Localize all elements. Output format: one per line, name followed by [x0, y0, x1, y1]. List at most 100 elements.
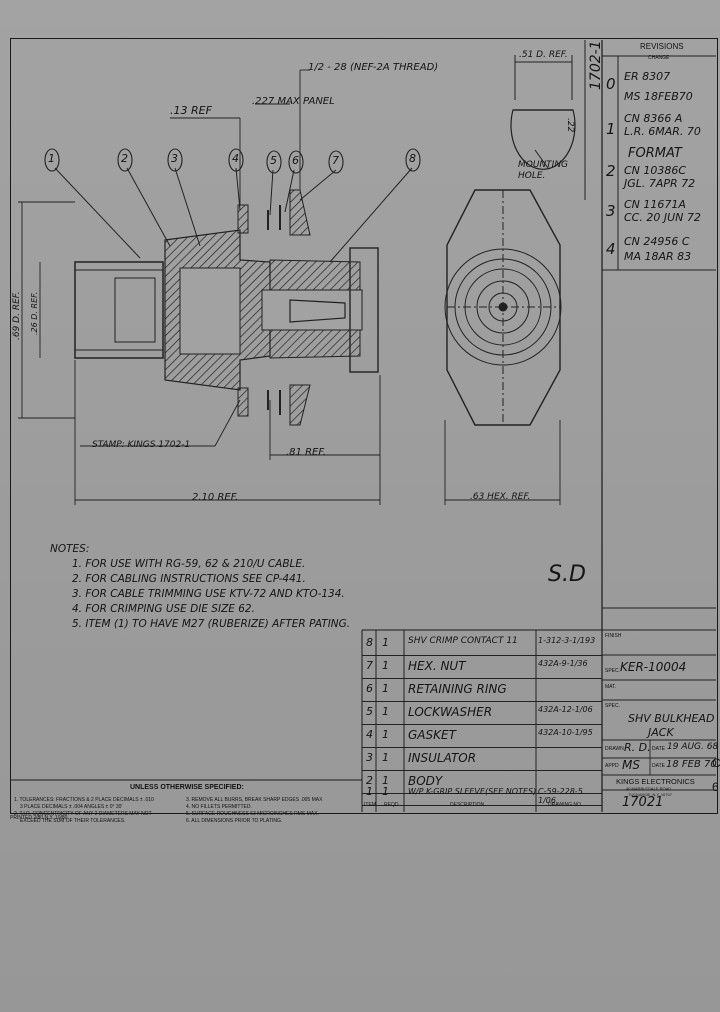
title-line-2: JACK [648, 726, 674, 739]
bom-item: 3 [366, 751, 373, 764]
bom-desc: BODY [408, 774, 443, 788]
bom-qty: 1 [382, 751, 389, 764]
rev-line: CC. 20 JUN 72 [624, 211, 701, 224]
ref13-dimension: .13 REF [170, 104, 212, 117]
bom-item: 6 [366, 682, 373, 695]
appd-label: APPD [605, 763, 619, 769]
rev-num: 2 [606, 162, 616, 180]
bom-dwg: 1-312-3-1/193 [538, 636, 596, 645]
note-item: 2. FOR CABLING INSTRUCTIONS SEE CP-441. [72, 573, 306, 585]
notes-block: NOTES: 1. FOR USE WITH RG-59, 62 & 210/U… [50, 542, 350, 632]
bom-item: 2 [366, 774, 373, 787]
d26: .26 D. REF. [30, 291, 39, 335]
bom-row: 8 1 SHV CRIMP CONTACT 11 1-312-3-1/193 [362, 632, 602, 656]
r22-dimension: .22 [565, 118, 575, 133]
balloon-7: 7 [332, 154, 339, 167]
ref210: 2.10 REF. [192, 492, 239, 503]
bom-row: 5 1 LOCKWASHER 432A-12-1/06 [362, 701, 602, 725]
d69: .69 D. REF. [12, 291, 22, 340]
rev-line: CN 10386C [624, 164, 687, 177]
hex-end-view [444, 189, 562, 426]
drawn-date: 19 AUG. 68 [667, 742, 719, 752]
edge-mark-2: 6 [712, 780, 719, 794]
tolerance-right: 3. REMOVE ALL BURRS, BREAK SHARP EDGES .… [186, 797, 322, 825]
bom-desc: SHV CRIMP CONTACT 11 [408, 636, 518, 646]
bom-qty: 1 [382, 705, 389, 718]
panel-dimension: .227 MAX PANEL [252, 96, 335, 107]
bom-row: 3 1 INSULATOR [362, 747, 602, 771]
hex-ref: .63 HEX. REF. [470, 492, 531, 502]
bom-qty: 1 [382, 682, 389, 695]
rev-line: CN 24956 C [624, 235, 690, 248]
rev-num: 0 [606, 75, 616, 93]
notes-title: NOTES: [50, 543, 90, 555]
sd-mark: S.D [548, 562, 586, 587]
footer-print: PRINTED 2/80 N.Y. 10/80 [10, 815, 68, 821]
bom-item: 1 [366, 785, 373, 798]
tolerance-line: 6. ALL DIMENSIONS PRIOR TO PLATING. [186, 818, 283, 824]
approved-by: MS [622, 758, 640, 772]
bom-desc: HEX. NUT [408, 659, 466, 673]
diameter-ref: .51 D. REF. [519, 50, 568, 60]
rev-line: L.R. 6MAR. 70 [624, 125, 701, 138]
bom-desc: GASKET [408, 728, 456, 742]
note-item: 4. FOR CRIMPING USE DIE SIZE 62. [72, 603, 255, 615]
bom-header-qty: REQD [384, 802, 399, 808]
tolerance-header: UNLESS OTHERWISE SPECIFIED: [130, 784, 244, 791]
balloon-5: 5 [270, 154, 277, 167]
edge-mark: C [712, 756, 720, 770]
tolerance-line: EXCEED THE SUM OF THEIR TOLERANCES. [20, 818, 126, 824]
note-item: 3. FOR CABLE TRIMMING USE KTV-72 AND KTO… [72, 588, 345, 600]
date-label: DATE [652, 746, 665, 752]
bom-row: 1 1 W/P K-GRIP SLEEVE(SEE NOTES) C-59-22… [362, 785, 602, 806]
bom-desc: LOCKWASHER [408, 705, 493, 719]
address-line: TUCKAHOE, N.Y. 10707 [628, 792, 672, 797]
bom-header-dwg: DRAWING NO. [548, 802, 583, 808]
bom-desc: RETAINING RING [408, 682, 507, 696]
tolerance-line: 4. NO FILLETS PERMITTED. [186, 804, 252, 810]
title-line-1: SHV BULKHEAD [628, 712, 715, 725]
balloon-4: 4 [232, 152, 239, 165]
bom-item: 4 [366, 728, 373, 741]
mounting-hole-view [510, 55, 576, 170]
spec2-label: SPEC. [605, 703, 621, 709]
tolerance-line: 5. SURFACE ROUGHNESS 63 MICROINCHES RMS … [186, 811, 319, 817]
spec-value: KER-10004 [620, 660, 687, 674]
tolerance-line: 3 PLACE DECIMALS ± .004 ANGLES ± 0° 30' [20, 804, 123, 810]
rev-line: ER 8307 [624, 70, 671, 83]
approved-date: 18 FEB 70 [666, 759, 717, 770]
finish-label: FINISH [605, 633, 622, 639]
mat-label: MAT. [605, 684, 617, 690]
revisions-header: REVISIONS [640, 42, 684, 51]
rev-line: MA 18AR 83 [624, 250, 692, 263]
balloon-2: 2 [121, 152, 128, 165]
drawing-frame [10, 38, 718, 814]
balloon-6: 6 [292, 154, 299, 167]
tolerance-left: 1. TOLERANCES: FRACTIONS & 2 PLACE DECIM… [14, 797, 154, 825]
bom-item: 8 [366, 636, 373, 649]
company-name: KINGS ELECTRONICS [616, 777, 695, 786]
balloon-8: 8 [409, 152, 416, 165]
bom-qty: 1 [382, 659, 389, 672]
address-line: 40 MARBLEDALE ROAD [626, 786, 672, 791]
bom-dwg: C-59-228-5 1/06 [538, 787, 583, 805]
bom-dwg: 432A-10-1/95 [538, 728, 593, 737]
bom-header-desc: DESCRIPTION [450, 802, 485, 808]
drawn-label: DRAWN [605, 746, 624, 752]
bom-desc: INSULATOR [408, 751, 477, 765]
bom-dwg: 432A-9-1/36 [538, 659, 588, 668]
balloon-group [44, 148, 421, 174]
ref81: .81 REF. [286, 447, 326, 458]
bom-qty: 1 [382, 636, 389, 649]
tolerance-line: 1. TOLERANCES: FRACTIONS & 2 PLACE DECIM… [14, 797, 154, 803]
bom-item: 7 [366, 659, 373, 672]
bom-row: 6 1 RETAINING RING [362, 678, 602, 702]
spec-label: SPEC. [605, 668, 621, 674]
date-label: DATE [652, 763, 665, 769]
rev-num: 4 [606, 240, 616, 258]
bom-row: 2 1 BODY [362, 770, 602, 794]
rev-line: FORMAT [628, 146, 682, 161]
tolerance-line: 2. T.I.R. CONCENTRICITY OF ANY 2 DIAMETE… [14, 811, 152, 817]
bom-qty: 1 [382, 728, 389, 741]
